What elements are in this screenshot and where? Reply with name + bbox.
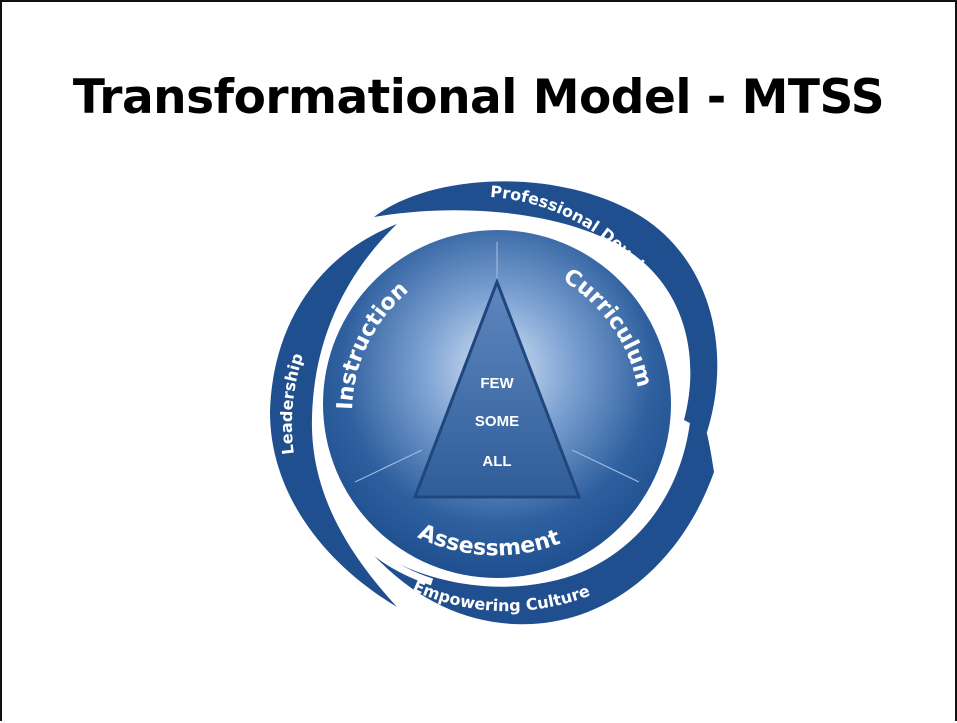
outer-ring bbox=[270, 181, 718, 625]
slide-title: Transformational Model - MTSS bbox=[72, 70, 885, 125]
divider-right bbox=[571, 449, 640, 483]
divider-left bbox=[354, 449, 423, 483]
tier-few: FEW bbox=[480, 375, 514, 392]
pyramid: FEW SOME ALL bbox=[412, 277, 582, 499]
outer-arc-empowering-culture bbox=[362, 392, 714, 625]
tier-some: SOME bbox=[475, 413, 519, 430]
outer-arc-leadership bbox=[270, 224, 397, 607]
tier-all: ALL bbox=[482, 453, 511, 470]
outer-arc-professional-development bbox=[374, 181, 718, 432]
